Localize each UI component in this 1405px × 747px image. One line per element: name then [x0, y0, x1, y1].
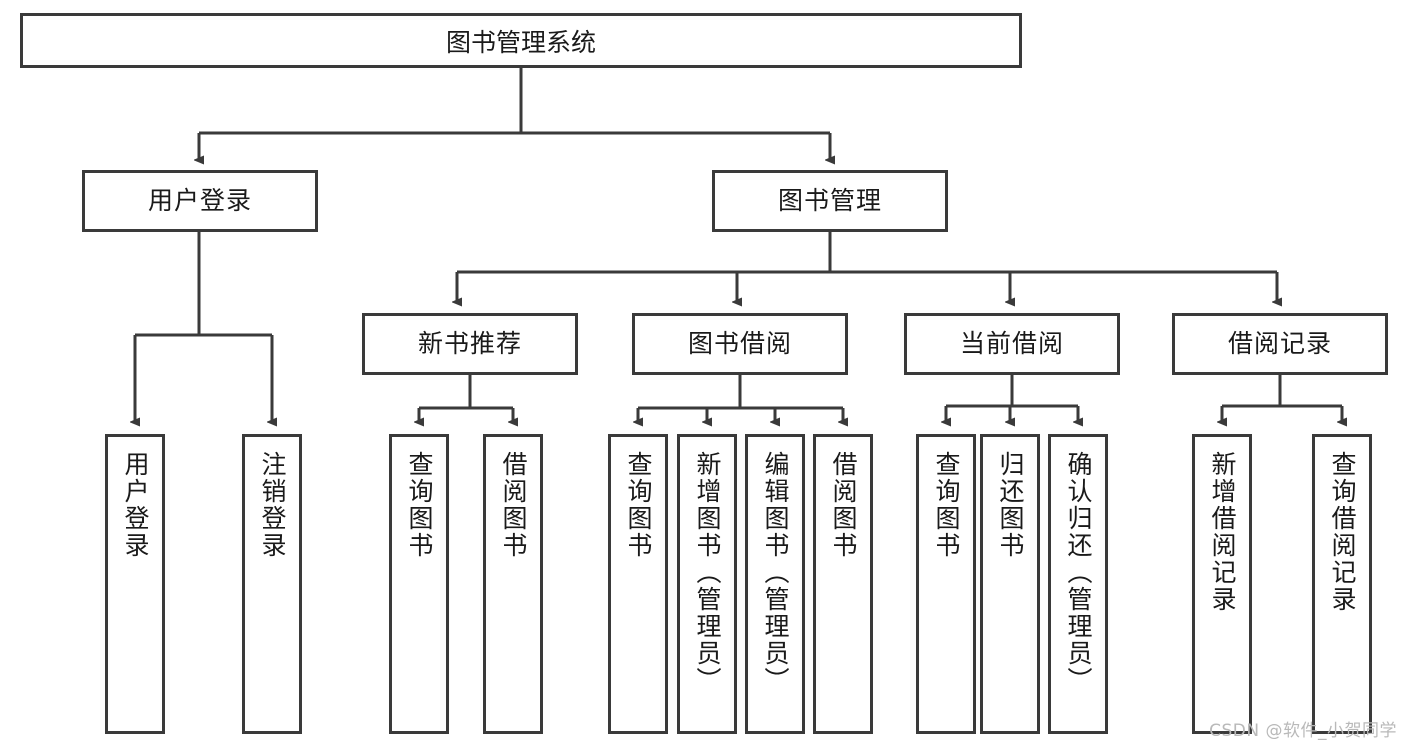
node-label: 图书管理 — [777, 186, 882, 216]
leaf-current-borrow-confirm[interactable]: 确认归还（管理员） — [1048, 434, 1108, 734]
node-label: 借阅图书 — [499, 451, 528, 559]
node-book-borrow[interactable]: 图书借阅 — [632, 313, 848, 375]
node-label: 图书借阅 — [687, 329, 792, 359]
node-label: 查询图书 — [932, 451, 961, 559]
node-label: 新增图书（管理员） — [693, 451, 722, 694]
leaf-borrow-record-query[interactable]: 查询借阅记录 — [1312, 434, 1372, 734]
node-book-management[interactable]: 图书管理 — [712, 170, 948, 232]
leaf-user-login-logout[interactable]: 注销登录 — [242, 434, 302, 734]
node-borrow-record[interactable]: 借阅记录 — [1172, 313, 1388, 375]
leaf-book-borrow-add[interactable]: 新增图书（管理员） — [677, 434, 737, 734]
node-label: 新书推荐 — [417, 329, 522, 359]
node-label: 图书管理系统 — [445, 27, 596, 57]
leaf-current-borrow-query[interactable]: 查询图书 — [916, 434, 976, 734]
node-root-system[interactable]: 图书管理系统 — [20, 13, 1022, 68]
node-current-borrow[interactable]: 当前借阅 — [904, 313, 1120, 375]
node-label: 用户登录 — [147, 186, 252, 216]
node-user-login[interactable]: 用户登录 — [82, 170, 318, 232]
leaf-new-book-query[interactable]: 查询图书 — [389, 434, 449, 734]
node-new-book-recommend[interactable]: 新书推荐 — [362, 313, 578, 375]
leaf-book-borrow-borrow[interactable]: 借阅图书 — [813, 434, 873, 734]
leaf-book-borrow-query[interactable]: 查询图书 — [608, 434, 668, 734]
node-label: 归还图书 — [996, 451, 1025, 559]
node-label: 查询借阅记录 — [1328, 451, 1357, 613]
node-label: 当前借阅 — [959, 329, 1064, 359]
node-label: 借阅图书 — [829, 451, 858, 559]
node-label: 查询图书 — [624, 451, 653, 559]
node-label: 编辑图书（管理员） — [761, 451, 790, 694]
leaf-current-borrow-return[interactable]: 归还图书 — [980, 434, 1040, 734]
node-label: 查询图书 — [405, 451, 434, 559]
node-label: 新增借阅记录 — [1208, 451, 1237, 613]
leaf-book-borrow-edit[interactable]: 编辑图书（管理员） — [745, 434, 805, 734]
watermark-text: CSDN @软件_小贺同学 — [1209, 721, 1397, 741]
node-label: 借阅记录 — [1227, 329, 1332, 359]
leaf-user-login-login[interactable]: 用户登录 — [105, 434, 165, 734]
leaf-borrow-record-add[interactable]: 新增借阅记录 — [1192, 434, 1252, 734]
node-label: 注销登录 — [258, 451, 287, 559]
node-label: 用户登录 — [121, 451, 150, 559]
node-label: 确认归还（管理员） — [1064, 451, 1093, 694]
leaf-new-book-borrow[interactable]: 借阅图书 — [483, 434, 543, 734]
